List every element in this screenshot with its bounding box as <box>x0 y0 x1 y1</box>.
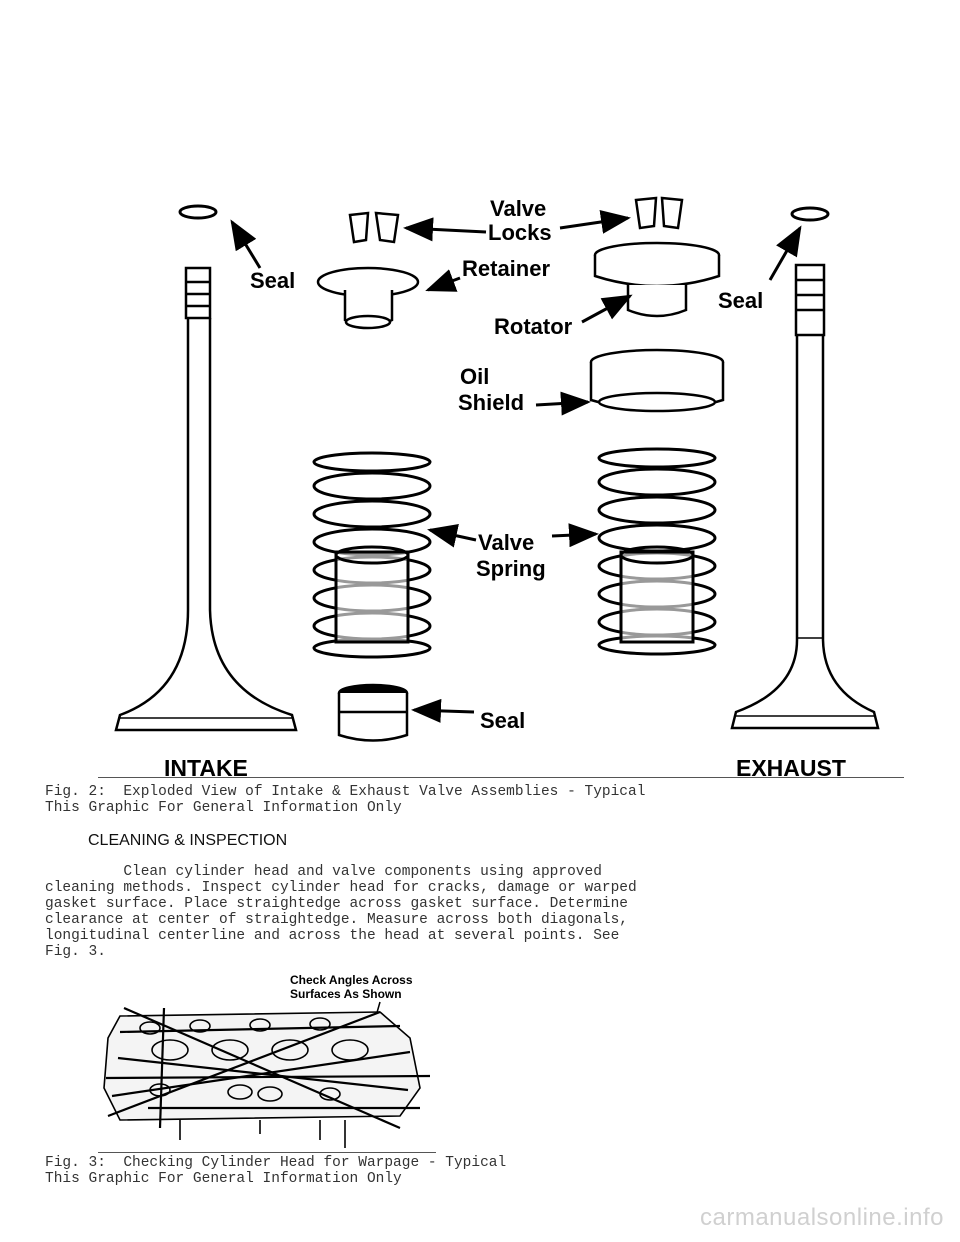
section-paragraph: Clean cylinder head and valve components… <box>45 864 637 960</box>
watermark: carmanualsonline.info <box>700 1204 944 1231</box>
valve-stem-seal <box>337 683 409 742</box>
exhaust-seal <box>790 206 830 222</box>
label-seal-left: Seal <box>250 268 295 293</box>
paragraph-line: longitudinal centerline and across the h… <box>45 928 620 944</box>
label-retainer: Retainer <box>462 256 550 281</box>
valve-spring-left <box>312 451 432 659</box>
fig3-caption-rule <box>98 1152 436 1153</box>
paragraph-line: clearance at center of straightedge. Mea… <box>45 912 628 928</box>
cylinder-head <box>103 1011 421 1148</box>
label-oil-shield-1: Oil <box>460 364 489 389</box>
label-exhaust: EXHAUST <box>736 755 846 780</box>
fig2-caption-note: This Graphic For General Information Onl… <box>45 800 402 816</box>
fig3-callout-line1: Check Angles Across <box>290 973 413 987</box>
section-heading: CLEANING & INSPECTION <box>88 832 288 849</box>
label-valve-locks-1: Valve <box>490 196 546 221</box>
label-oil-shield-2: Shield <box>458 390 524 415</box>
figure-2-valve-assembly: Seal Valve Locks Retainer Rotator Seal O… <box>114 196 880 780</box>
label-valve-locks-2: Locks <box>488 220 552 245</box>
paragraph-line: gasket surface. Place straightedge acros… <box>45 896 628 912</box>
paragraph-line: cleaning methods. Inspect cylinder head … <box>45 880 637 896</box>
label-intake: INTAKE <box>164 755 248 780</box>
label-seal-bottom: Seal <box>480 708 525 733</box>
straightedge-lines <box>105 1006 431 1130</box>
paragraph-line: Clean cylinder head and valve components… <box>45 864 602 880</box>
fig3-callout-line2: Surfaces As Shown <box>290 987 402 1001</box>
valve-spring-right <box>597 447 717 656</box>
fig2-caption-rule <box>98 777 904 778</box>
valve-locks-right <box>634 196 684 230</box>
retainer <box>316 266 420 330</box>
label-valve-spring-1: Valve <box>478 530 534 555</box>
oil-shield <box>589 348 725 413</box>
label-rotator: Rotator <box>494 314 573 339</box>
fig3-caption: Fig. 3: Checking Cylinder Head for Warpa… <box>45 1155 507 1171</box>
rotator <box>593 241 721 318</box>
label-valve-spring-2: Spring <box>476 556 546 581</box>
intake-valve <box>114 266 298 732</box>
intake-seal <box>178 204 218 220</box>
figure-3-cylinder-head: Check Angles Across Surfaces As Shown <box>103 973 431 1148</box>
label-seal-right: Seal <box>718 288 763 313</box>
fig3-caption-note: This Graphic For General Information Onl… <box>45 1171 402 1187</box>
exhaust-valve <box>730 263 880 730</box>
valve-locks-left <box>348 211 400 244</box>
paragraph-line: Fig. 3. <box>45 944 106 960</box>
fig2-caption: Fig. 2: Exploded View of Intake & Exhaus… <box>45 784 646 800</box>
